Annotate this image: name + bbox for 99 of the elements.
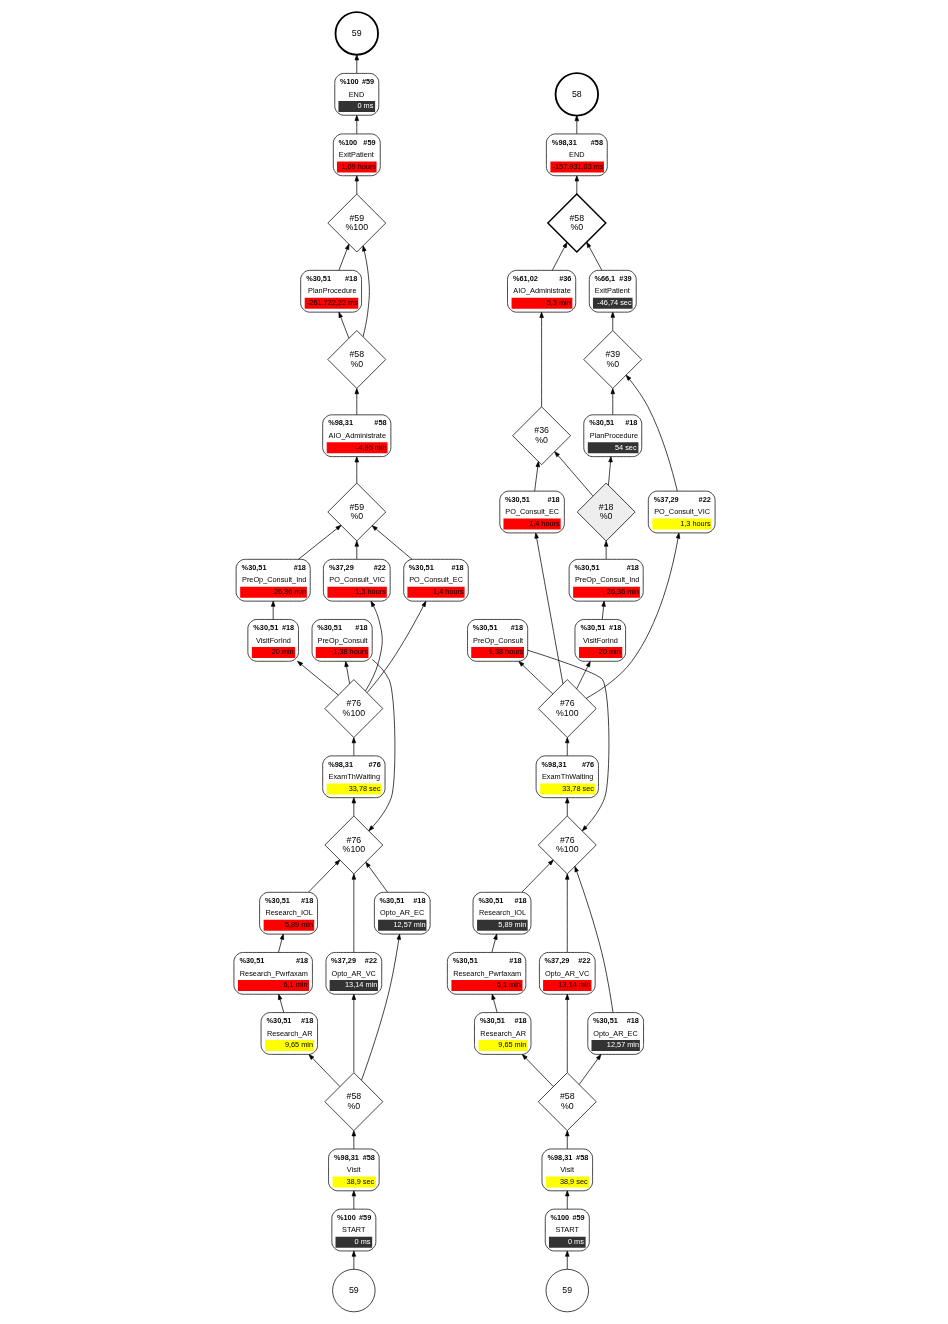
node-box: %37,29 #22 Opto_AR_VC 13,14 min — [325, 952, 382, 995]
node-box: %30,51 #18 PO_Consult_EC 1,4 hours — [498, 490, 565, 534]
arrow — [351, 994, 356, 1073]
arrow — [296, 660, 339, 696]
arrow — [351, 737, 356, 757]
arrow — [307, 859, 340, 893]
arrow — [351, 1250, 356, 1270]
node-diamond: #76 %100 — [324, 815, 383, 875]
arrow — [538, 311, 544, 408]
arrow — [610, 311, 615, 331]
node-box: %30,51 #18 PreOp_Consult 1,38 hours — [311, 619, 373, 662]
node-box: %30,51 #18 PreOp_Consult_Ind 26,36 min — [568, 558, 644, 602]
node-diamond: #58 %0 — [326, 330, 386, 389]
arrow — [360, 933, 401, 1081]
arrow — [564, 994, 569, 1073]
node-diamond: #58 %0 — [324, 1072, 383, 1132]
arrow — [553, 451, 593, 497]
node-box: %30,51 #18 PreOp_Consult_Ind 26,36 min — [235, 558, 311, 602]
arrow — [277, 933, 284, 953]
arrow — [534, 532, 563, 685]
arrow — [574, 866, 613, 1013]
node-box: %37,29 #22 PO_Consult_VIC 1,3 hours — [322, 558, 391, 602]
arrow — [533, 461, 540, 492]
arrow — [521, 859, 554, 893]
arrow — [371, 525, 412, 560]
arrow — [574, 115, 579, 135]
node-diamond: #76 %100 — [324, 679, 383, 738]
arrow — [564, 1190, 569, 1210]
arrow — [351, 873, 356, 953]
arrow — [607, 456, 613, 486]
node-box: %100 #59 START 0 ms — [331, 1208, 376, 1252]
arrow — [603, 540, 608, 560]
node-box: %98,31 #58 Visit 38,9 sec — [541, 1148, 593, 1192]
arrow — [564, 797, 569, 817]
arrow — [338, 311, 349, 339]
arrow — [490, 993, 498, 1013]
node-box: %30,51 #18 PlanProcedure -261.722,22 ms — [299, 270, 362, 313]
node-box: %30,51 #18 Opto_AR_EC 12,57 min — [373, 891, 430, 935]
arrow — [491, 933, 497, 953]
node-box: %100 #59 END 0 ms — [333, 73, 379, 116]
node-diamond: #58 %0 — [546, 193, 607, 254]
arrow — [526, 649, 609, 832]
node-box: %100 #59 START 0 ms — [544, 1208, 590, 1252]
node-diamond: #58 %0 — [537, 1072, 597, 1132]
arrow — [564, 873, 569, 953]
arrow — [564, 737, 569, 757]
arrow — [354, 540, 359, 560]
arrow — [585, 241, 602, 271]
arrow — [354, 54, 359, 74]
node-box: %30,51 #18 VisitForInd 20 min — [247, 619, 299, 662]
arrow — [564, 1250, 569, 1270]
arrow — [351, 797, 356, 817]
node-box: %66,1 #39 ExitPatient -46,74 sec — [588, 270, 637, 313]
arrow — [574, 175, 579, 195]
node-box: %61,02 #36 AIO_Administrate 5,3 min — [506, 270, 576, 313]
arrow — [364, 861, 388, 893]
arrow — [351, 1130, 356, 1150]
arrow — [518, 661, 553, 695]
node-box: %30,51 #18 VisitForInd 20 min — [574, 619, 626, 662]
arrow — [368, 659, 395, 832]
arrow — [354, 388, 359, 416]
arrow — [354, 456, 359, 484]
arrow — [610, 388, 615, 416]
node-box: %98,31 #58 END -157.931,03 ms — [545, 133, 608, 177]
node-diamond: #18 %0 — [576, 482, 635, 542]
node-box: %30,51 #18 PreOp_Consult 1,38 hours — [466, 619, 528, 662]
node-diamond: #39 %0 — [582, 330, 642, 389]
arrow — [308, 1054, 340, 1087]
node-circle: 59 — [334, 11, 379, 56]
node-diamond: #59 %0 — [326, 482, 386, 542]
node-circle: 58 — [554, 72, 599, 117]
arrow — [277, 993, 284, 1013]
arrow — [600, 600, 606, 620]
arrow — [366, 600, 426, 693]
node-box: %98,31 #76 ExamThWaiting 33,78 sec — [535, 755, 599, 799]
arrow — [343, 661, 350, 685]
node-box: %37,29 #22 Opto_AR_VC 13,14 min — [538, 952, 595, 995]
arrow — [625, 374, 678, 492]
arrow — [361, 245, 370, 337]
node-box: %30,51 #18 Research_IOL 5,89 min — [258, 891, 318, 935]
arrow — [270, 600, 275, 620]
arrow — [297, 524, 341, 560]
node-box: %100 #59 ExitPatient 1,09 hours — [332, 133, 381, 177]
node-box: %30,51 #18 PO_Consult_EC 1,4 hours — [402, 558, 469, 602]
arrow — [521, 1054, 554, 1087]
arrow — [551, 242, 567, 271]
arrow — [354, 115, 359, 135]
node-circle: 59 — [545, 1268, 589, 1313]
node-circle: 59 — [331, 1268, 375, 1313]
arrow — [354, 175, 359, 195]
node-box: %30,51 #18 Research_Pwrfaxam 6,1 min — [233, 952, 313, 995]
arrow — [338, 243, 349, 271]
arrow — [351, 1190, 356, 1210]
node-diamond: #76 %100 — [537, 679, 597, 738]
arrow — [564, 1130, 569, 1150]
arrow — [585, 532, 680, 699]
arrow — [575, 661, 591, 690]
arrow — [578, 1054, 601, 1085]
arrow — [364, 600, 383, 692]
